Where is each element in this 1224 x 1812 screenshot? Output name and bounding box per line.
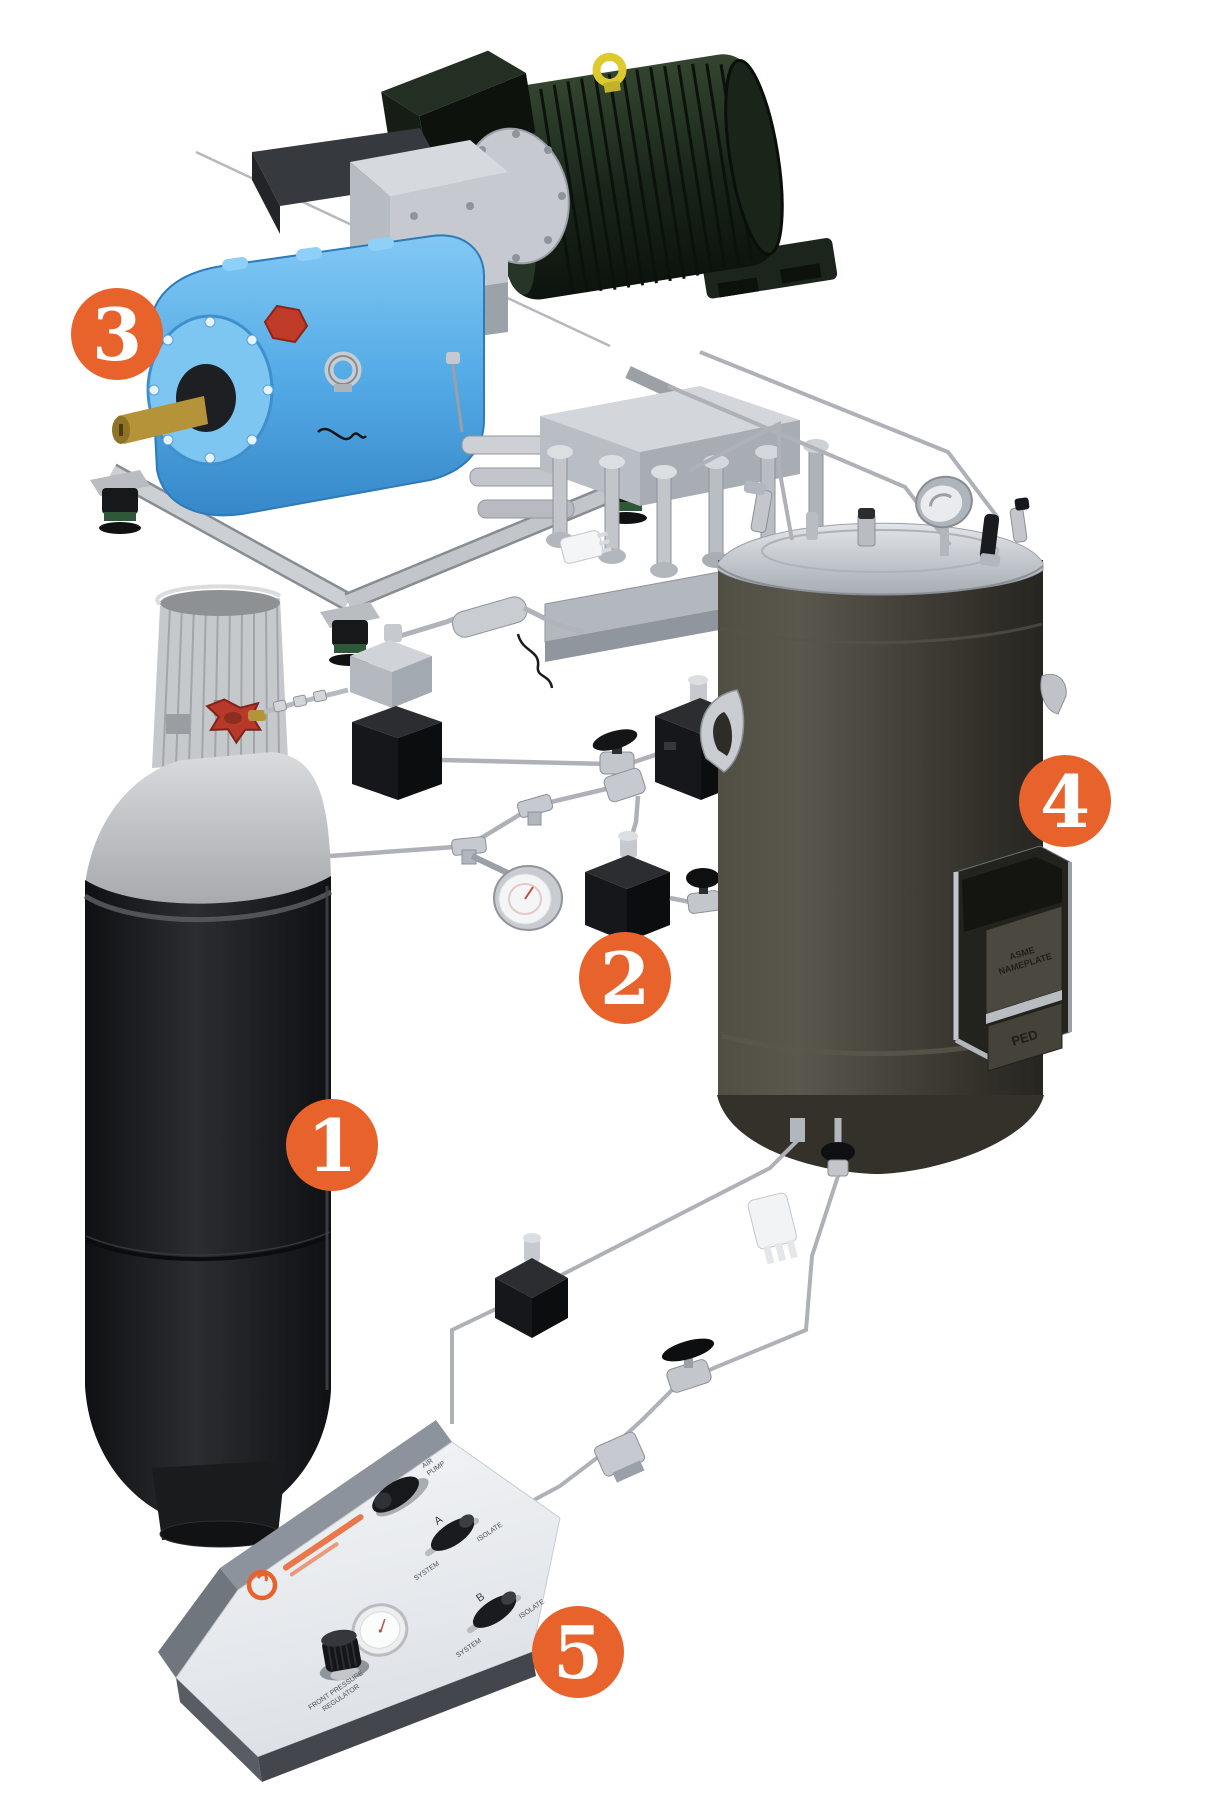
callout-5-circle bbox=[532, 1606, 624, 1698]
inline-damper bbox=[451, 596, 528, 638]
actuated-valve bbox=[495, 1233, 568, 1338]
frame-rail bbox=[108, 465, 352, 609]
drive-shaft bbox=[118, 396, 208, 444]
cylinder-valve-handwheel bbox=[205, 698, 266, 745]
sensor-wire bbox=[516, 633, 554, 689]
vibration-foot bbox=[90, 470, 150, 534]
cylinder-foot bbox=[152, 1460, 286, 1540]
pressure-gauge-icon bbox=[493, 865, 563, 931]
cylinder-body bbox=[85, 876, 331, 1526]
manifold-top bbox=[540, 386, 800, 452]
callout-4-number: 4 bbox=[1040, 759, 1090, 844]
callout-1-circle bbox=[286, 1099, 378, 1191]
vessel-bottom-piping bbox=[450, 1118, 855, 1502]
callout-2-number: 2 bbox=[600, 936, 650, 1021]
cylinder-seam bbox=[83, 889, 333, 923]
electrical-connector bbox=[559, 530, 612, 564]
callout-5-number: 5 bbox=[553, 1610, 603, 1695]
oil-fill-plug bbox=[263, 304, 309, 344]
vessel-top-fittings bbox=[743, 475, 1030, 567]
needle-valve bbox=[686, 868, 722, 914]
gauge-stand bbox=[940, 520, 949, 556]
panel-back-face bbox=[220, 1420, 452, 1590]
pump-lifting-eye-icon bbox=[324, 351, 362, 392]
sensor bbox=[979, 513, 1000, 561]
vessel-gauge-icon bbox=[915, 475, 973, 529]
callout-2: 2 bbox=[579, 932, 671, 1024]
tube-vessel-feed-1 bbox=[699, 350, 1000, 520]
callout-1-number: 1 bbox=[307, 1103, 357, 1188]
weld-seam bbox=[719, 622, 1043, 645]
pressure-vessel: ASME NAMEPLATE PED bbox=[667, 350, 1072, 1174]
cylinder-inlet-valve bbox=[350, 624, 442, 800]
brand-logo-icon bbox=[246, 1514, 364, 1601]
callouts: 1 2 3 4 5 bbox=[71, 288, 1111, 1698]
ball-valve bbox=[592, 729, 638, 775]
electrical-connector bbox=[747, 1192, 798, 1265]
actuated-valve bbox=[585, 831, 670, 954]
callout-4: 4 bbox=[1019, 755, 1111, 847]
valve-train bbox=[329, 767, 762, 1046]
callout-3-number: 3 bbox=[92, 292, 142, 377]
callout-1: 1 bbox=[286, 1099, 378, 1191]
motor-end-bell bbox=[724, 58, 784, 256]
inline-fitting bbox=[603, 767, 646, 803]
panel-left-face bbox=[158, 1568, 238, 1678]
ped-plate bbox=[987, 1002, 1063, 1072]
needle-valve bbox=[821, 1142, 855, 1177]
callout-3: 3 bbox=[71, 288, 163, 380]
callout-3-circle bbox=[71, 288, 163, 380]
tee-fitting bbox=[516, 794, 554, 826]
lifting-eye-icon bbox=[592, 52, 627, 93]
lifting-lug-icon bbox=[1040, 673, 1067, 715]
motor-fins bbox=[539, 63, 754, 293]
callout-5: 5 bbox=[532, 1606, 624, 1698]
gas-cylinder bbox=[83, 584, 442, 1548]
port-valve bbox=[1009, 507, 1028, 543]
callout-4-circle bbox=[1019, 755, 1111, 847]
control-panel: AIR PUMP A SYSTEM ISOLATE B SYSTEM ISOLA… bbox=[158, 1420, 561, 1782]
cylinder-collar bbox=[152, 584, 288, 768]
cylinder-ridge bbox=[85, 1234, 331, 1262]
callout-2-circle bbox=[579, 932, 671, 1024]
cylinder-shoulder bbox=[85, 752, 331, 907]
panel-base bbox=[258, 1652, 536, 1782]
cover-bolts bbox=[148, 316, 274, 464]
port-fitting bbox=[806, 512, 818, 540]
valve-outlet bbox=[248, 710, 266, 721]
plunger-pump bbox=[112, 234, 485, 517]
panel-gauge-icon bbox=[351, 1603, 409, 1657]
clip-wire bbox=[317, 427, 367, 441]
tube-discharge-lower bbox=[329, 785, 611, 859]
pressure-regulator-knob[interactable] bbox=[313, 1626, 371, 1684]
vessel-bottom-head bbox=[717, 1095, 1044, 1174]
tube-vessel-top-drop bbox=[689, 420, 794, 541]
ped-label: PED bbox=[1010, 1027, 1040, 1049]
inline-bracket-fitting bbox=[594, 1431, 646, 1483]
lever-ball-valve bbox=[661, 1338, 715, 1393]
pump-suction-line bbox=[399, 596, 585, 689]
relief-pin bbox=[450, 357, 464, 433]
bottom-port bbox=[790, 1118, 805, 1142]
vessel-nameplate: ASME NAMEPLATE PED bbox=[953, 845, 1072, 1072]
air-pump-switch[interactable]: AIR PUMP bbox=[366, 1452, 453, 1523]
